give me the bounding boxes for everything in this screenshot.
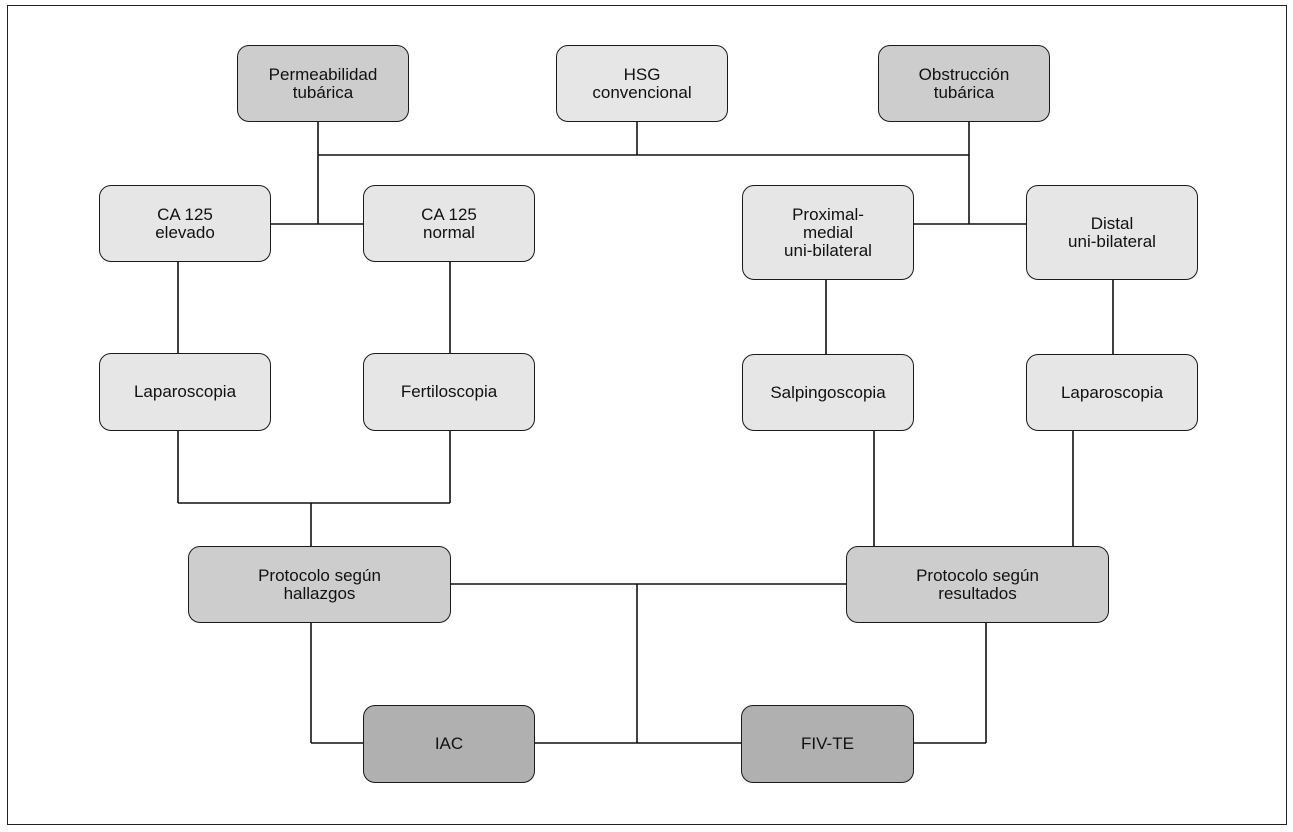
node-hsg-convencional: HSG convencional <box>556 45 728 122</box>
node-salpingoscopia: Salpingoscopia <box>742 354 914 431</box>
node-fertiloscopia: Fertiloscopia <box>363 353 535 431</box>
node-laparoscopia-left: Laparoscopia <box>99 353 271 431</box>
node-proximal-medial: Proximal- medial uni-bilateral <box>742 185 914 280</box>
node-protocolo-hallazgos: Protocolo según hallazgos <box>188 546 451 623</box>
node-protocolo-resultados: Protocolo según resultados <box>846 546 1109 623</box>
node-obstruccion-tubarica: Obstrucción tubárica <box>878 45 1050 122</box>
diagram-frame <box>7 5 1287 825</box>
node-ca125-normal: CA 125 normal <box>363 185 535 262</box>
node-fiv-te: FIV-TE <box>741 705 914 783</box>
node-iac: IAC <box>363 705 535 783</box>
node-distal: Distal uni-bilateral <box>1026 185 1198 280</box>
node-permeabilidad-tubarica: Permeabilidad tubárica <box>237 45 409 122</box>
node-laparoscopia-right: Laparoscopia <box>1026 354 1198 431</box>
node-ca125-elevado: CA 125 elevado <box>99 185 271 262</box>
